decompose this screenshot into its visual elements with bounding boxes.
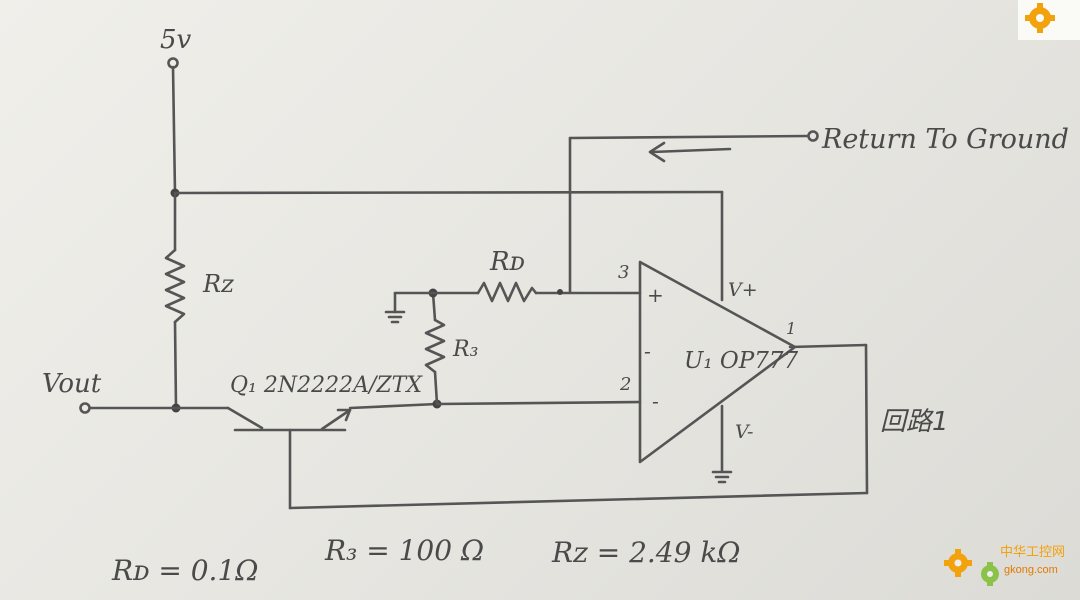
r2-bottom-wire bbox=[173, 320, 178, 410]
watermark-text-cn: 中华工控网 bbox=[1000, 544, 1065, 559]
gear-icon-top bbox=[1018, 0, 1080, 40]
opamp-output-wire bbox=[788, 343, 868, 349]
rd-sense-node bbox=[557, 289, 563, 295]
rd-label: Rᴅ bbox=[489, 247, 525, 277]
emitter-arrow bbox=[336, 408, 352, 422]
r3-bottom-wire bbox=[433, 370, 439, 406]
watermark-logo: 中华工控网 gkong.com bbox=[944, 544, 1065, 586]
r3-label: R₃ bbox=[452, 337, 478, 362]
supply-wire bbox=[171, 65, 177, 195]
pin2-label: 2 bbox=[619, 374, 631, 395]
pin1-label: 1 bbox=[786, 319, 796, 338]
r3-value: R₃ = 100 Ω bbox=[324, 534, 484, 567]
feedback-bottom-wire bbox=[288, 491, 869, 510]
emitter-leg bbox=[320, 408, 352, 431]
pin3-label: 3 bbox=[618, 262, 629, 283]
gear-icon-green bbox=[981, 562, 999, 586]
opamp-u1 bbox=[638, 260, 797, 464]
vplus-label: V+ bbox=[728, 279, 758, 301]
inverting-input-wire bbox=[435, 400, 642, 406]
emitter-wire bbox=[348, 402, 439, 410]
opamp-plus-sign: + bbox=[647, 283, 664, 307]
u1-label: U₁ OP777 bbox=[684, 348, 799, 374]
vplus-rail-wire bbox=[173, 190, 724, 195]
return-label: Return To Ground bbox=[821, 124, 1069, 155]
vminus-label: V- bbox=[735, 421, 753, 443]
opamp-inverting-sign: - bbox=[652, 389, 659, 413]
r3-resistor bbox=[424, 318, 446, 374]
r2-value: Rᴢ = 2.49 kΩ bbox=[551, 536, 741, 569]
gear-icon-orange bbox=[944, 549, 972, 577]
vout-label: Vout bbox=[42, 369, 102, 399]
q1-label: Q₁ 2N2222A/ZTX bbox=[230, 373, 423, 398]
r2-resistor bbox=[164, 248, 186, 324]
rd-value: Rᴅ = 0.1Ω bbox=[111, 554, 258, 587]
return-horizontal-wire bbox=[568, 134, 810, 140]
opamp-minus-sign: - bbox=[644, 339, 651, 363]
r3-top-wire bbox=[431, 291, 437, 322]
supply-label: 5v bbox=[160, 25, 192, 55]
watermark-text-url: gkong.com bbox=[1004, 564, 1058, 576]
vout-terminal bbox=[79, 402, 91, 414]
return-terminal bbox=[807, 130, 819, 142]
rd-resistor bbox=[476, 281, 538, 303]
return-arrow-shaft bbox=[650, 147, 732, 154]
feedback-right-wire bbox=[864, 343, 869, 495]
collector-leg bbox=[226, 406, 264, 430]
loop-label: 回路1 bbox=[880, 407, 949, 437]
r2-label: Rᴢ bbox=[202, 270, 234, 298]
return-arrow-head bbox=[648, 141, 666, 163]
